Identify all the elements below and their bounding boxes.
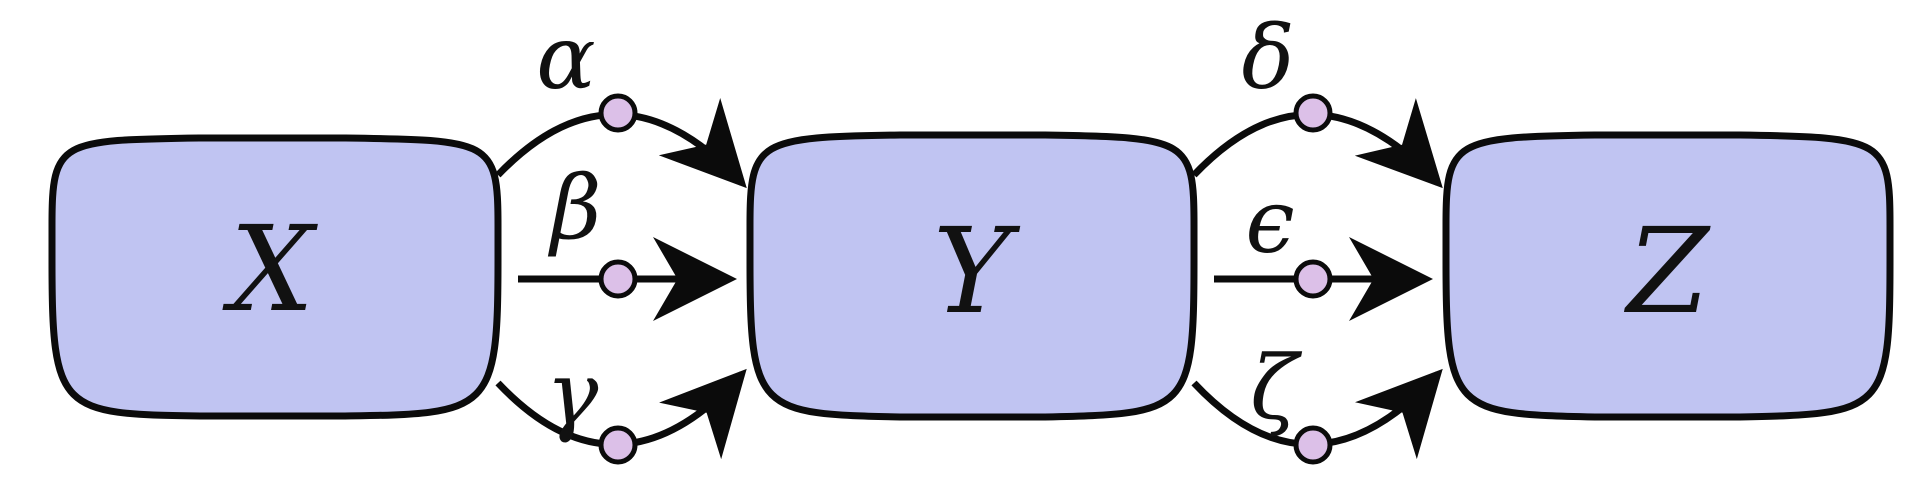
node-x: X [48,134,502,420]
arrow-epsilon-dot [1293,259,1333,299]
node-y-label: Y [933,202,1021,340]
arrow-alpha-dot [598,93,638,133]
arrow-beta-dot [598,259,638,299]
arrow-beta: β [518,156,737,321]
node-x-label: X [222,200,318,338]
arrow-zeta-dot [1293,425,1333,465]
arrow-epsilon-label: ϵ [1245,170,1294,273]
arrow-zeta: ζ [1191,336,1443,465]
node-z-box [1442,131,1894,421]
arrow-beta-label: β [548,156,602,259]
arrow-delta: δ [1191,6,1443,189]
arrow-gamma-label: γ [546,342,599,445]
node-y-box [746,131,1198,421]
node-z-label: Z [1623,202,1711,340]
arrow-zeta-label: ζ [1250,336,1303,439]
node-z: Z [1442,131,1894,421]
arrow-alpha: α [495,6,747,189]
arrow-delta-dot [1293,93,1333,133]
arrow-alpha-label: α [536,6,595,109]
node-y: Y [746,131,1198,421]
arrow-gamma-dot [598,425,638,465]
arrow-epsilon: ϵ [1214,170,1433,321]
arrow-delta-label: δ [1242,6,1295,109]
arrow-gamma: γ [495,342,747,465]
node-x-box [48,134,502,420]
